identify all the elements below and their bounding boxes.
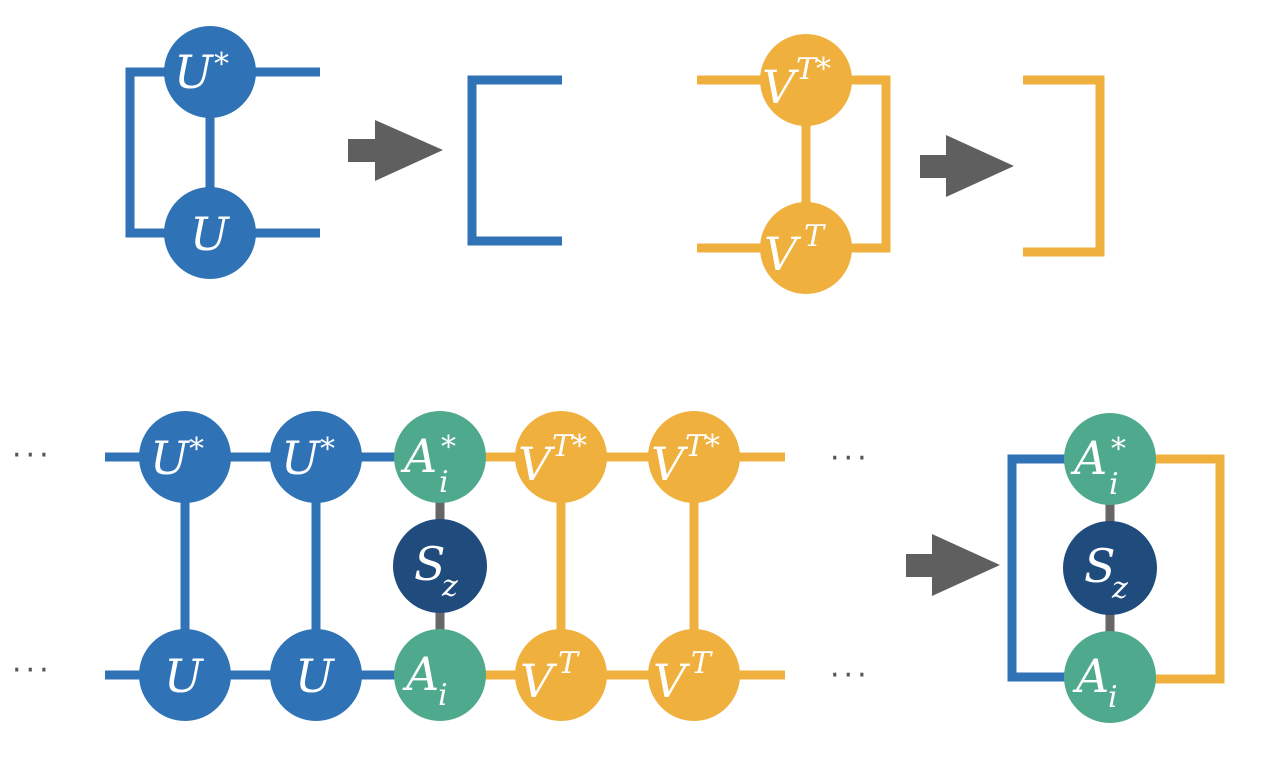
node-main-label: V (651, 437, 689, 491)
mps-expectation-chain: ··· ··· ··· ··· U * U * A * i V T* V (12, 411, 1000, 721)
node-main-label: V (518, 437, 556, 491)
node-main-label: A (402, 647, 439, 701)
node-main-label: A (1070, 431, 1107, 485)
u-node: U (164, 187, 256, 279)
node-main-label: U (190, 207, 231, 261)
a-conj-node: A * i (1064, 413, 1156, 505)
u-conj-node: U * (139, 411, 231, 503)
u-conj-node: U * (270, 411, 362, 503)
v-contraction-identity-panel: V T* V T (697, 34, 1105, 294)
vt-node: V T (515, 629, 607, 721)
identity-bracket-orange (1023, 75, 1105, 257)
sz-operator-node: S z (393, 519, 487, 613)
right-arrow-icon (920, 135, 1014, 197)
u-node: U (270, 629, 362, 721)
node-sup-label: T* (552, 429, 587, 464)
u-node: U (139, 629, 231, 721)
a-conj-node: A * i (394, 411, 486, 503)
node-sup-label: T (691, 646, 713, 681)
node-main-label: U (150, 431, 191, 485)
vt-conj-node: V T* (760, 34, 852, 126)
node-sup-label: * (189, 432, 204, 467)
node-sup-label: * (441, 430, 456, 465)
node-sub-label: i (438, 678, 448, 713)
vt-node: V T (760, 202, 852, 294)
ellipsis-right-bottom: ··· (830, 658, 871, 693)
node-main-label: V (520, 654, 558, 708)
reduced-left-bond (1007, 454, 1110, 682)
identity-bracket-blue (467, 75, 562, 246)
right-arrow-icon (906, 534, 1000, 596)
reduced-right-bond (1110, 454, 1225, 684)
node-main-label: U (164, 649, 205, 703)
node-sub-label: i (1109, 467, 1119, 502)
node-sup-label: T* (796, 52, 831, 87)
vt-conj-node: V T* (648, 411, 740, 503)
node-main-label: U (295, 649, 336, 703)
a-node: A i (1064, 631, 1156, 723)
node-main-label: A (1072, 649, 1109, 703)
node-sup-label: T* (685, 429, 720, 464)
node-sub-label: z (1111, 571, 1128, 606)
node-sub-label: z (441, 569, 458, 604)
node-main-label: S (1084, 539, 1116, 593)
vt-node: V T (648, 629, 740, 721)
node-sup-label: * (1111, 432, 1126, 467)
right-arrow-icon (348, 120, 443, 181)
node-main-label: U (174, 45, 215, 99)
ellipsis-left-top: ··· (12, 438, 53, 473)
node-sup-label: T (558, 646, 580, 681)
node-main-label: A (400, 429, 437, 483)
node-sub-label: i (439, 465, 449, 500)
node-main-label: U (281, 431, 322, 485)
ellipsis-left-bottom: ··· (12, 653, 53, 688)
node-main-label: V (762, 60, 800, 114)
u-conj-node: U * (164, 26, 256, 118)
node-main-label: V (653, 654, 691, 708)
node-sup-label: T (804, 219, 826, 254)
vt-conj-node: V T* (515, 411, 607, 503)
sz-operator-node: S z (1063, 521, 1157, 615)
node-sup-label: * (320, 432, 335, 467)
node-main-label: S (414, 537, 446, 591)
node-sub-label: i (1108, 680, 1118, 715)
u-contraction-identity-panel: U * U (125, 26, 562, 279)
node-main-label: V (764, 227, 802, 281)
reduced-expectation-panel: A * i S z A i (1007, 413, 1225, 723)
ellipsis-right-top: ··· (830, 441, 871, 476)
a-node: A i (394, 629, 486, 721)
node-sup-label: * (214, 47, 229, 82)
